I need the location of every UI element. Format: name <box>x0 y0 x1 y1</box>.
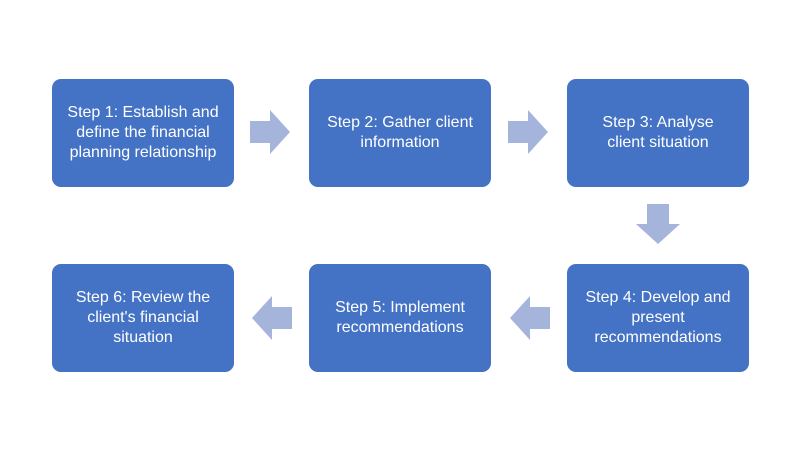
step-3-box: Step 3: Analyse client situation <box>567 79 749 187</box>
step-5-label: Step 5: Implement recommendations <box>335 299 465 336</box>
step-5-box: Step 5: Implement recommendations <box>309 264 491 372</box>
arrow-left-icon <box>510 296 550 340</box>
step-2-label: Step 2: Gather client information <box>327 114 473 151</box>
step-6-box: Step 6: Review the client's financial si… <box>52 264 234 372</box>
arrow-down-icon <box>636 204 680 244</box>
step-6-label: Step 6: Review the client's financial si… <box>75 289 211 346</box>
arrow-right-icon <box>508 110 548 154</box>
step-2-box: Step 2: Gather client information <box>309 79 491 187</box>
arrow-left-icon <box>252 296 292 340</box>
step-4-box: Step 4: Develop and present recommendati… <box>567 264 749 372</box>
step-1-label: Step 1: Establish and define the financi… <box>67 104 219 161</box>
arrow-right-icon <box>250 110 290 154</box>
step-3-label: Step 3: Analyse client situation <box>602 114 714 151</box>
step-4-label: Step 4: Develop and present recommendati… <box>585 289 731 346</box>
step-1-box: Step 1: Establish and define the financi… <box>52 79 234 187</box>
